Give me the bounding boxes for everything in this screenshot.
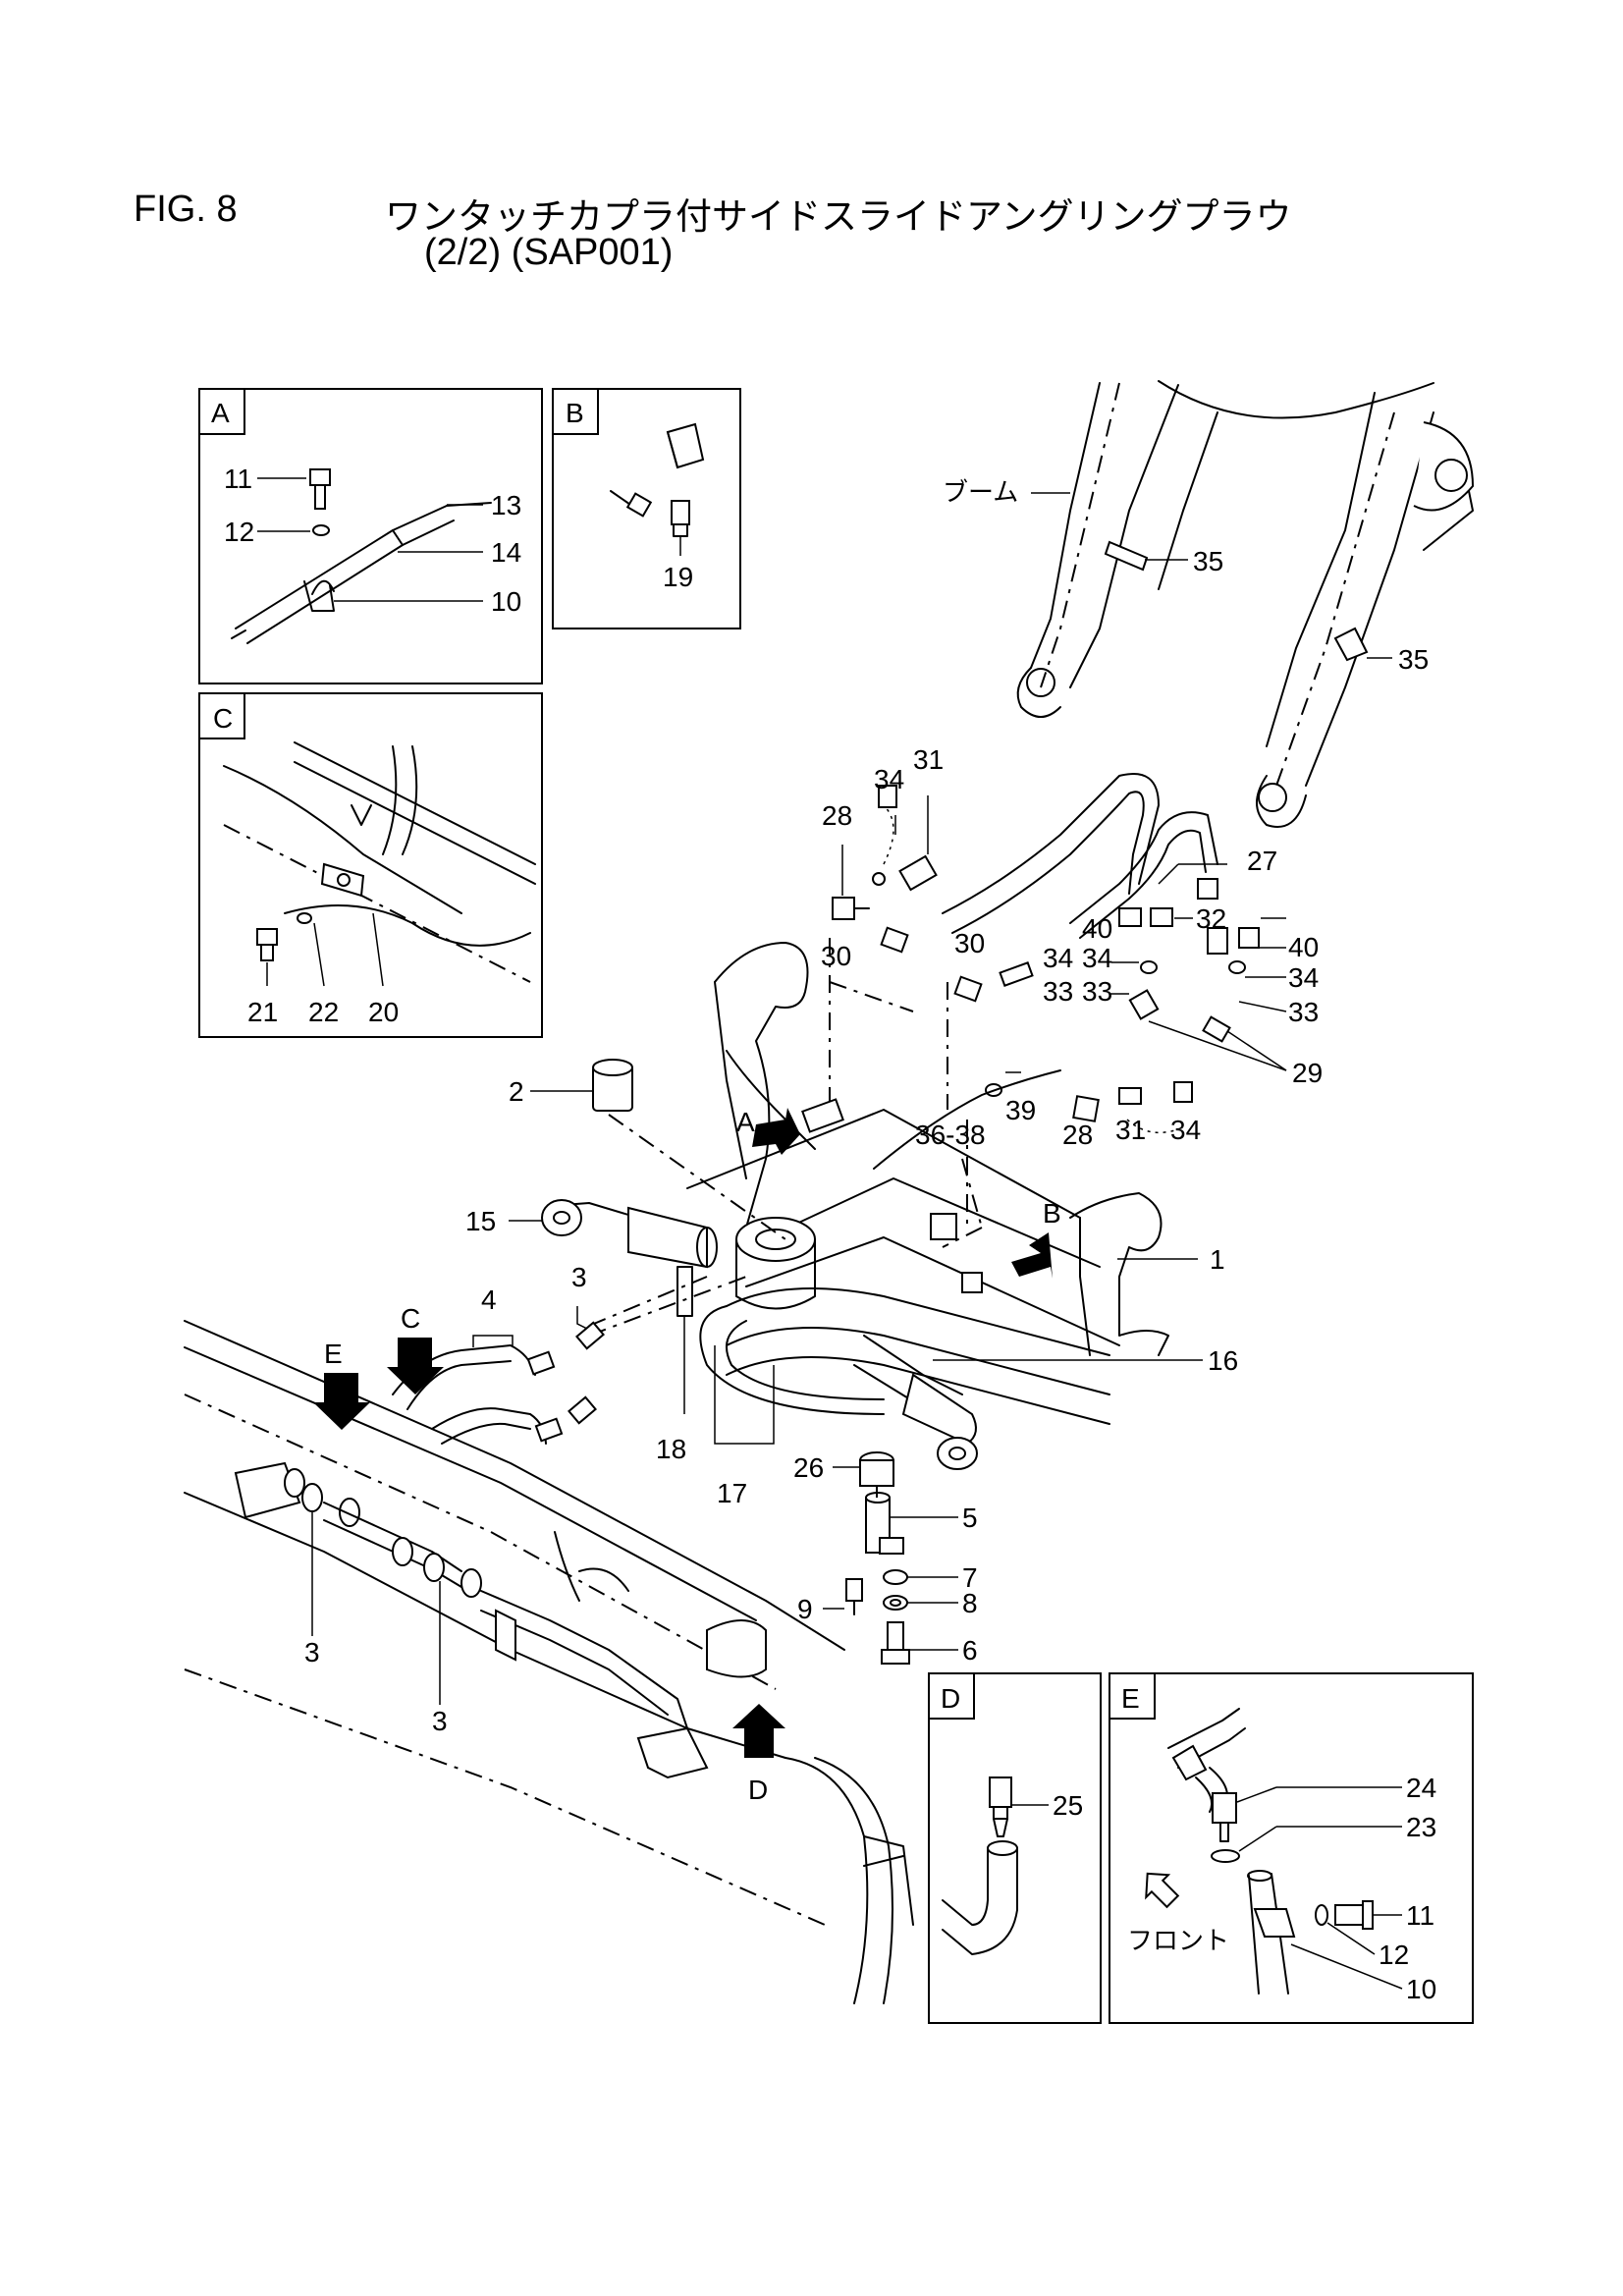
callout-2: 2 — [509, 1076, 524, 1107]
boom: 35 35 ブーム — [943, 380, 1475, 828]
callout-28-top: 28 — [822, 800, 852, 831]
inset-e: E フロント 24 23 11 12 10 — [1109, 1672, 1474, 2024]
callout-5: 5 — [962, 1503, 978, 1533]
callout-26: 26 — [793, 1452, 824, 1483]
callout-3-left: 3 — [304, 1637, 320, 1667]
callout-34-top: 34 — [874, 764, 904, 794]
callout-35-upper: 35 — [1193, 546, 1223, 576]
front-label: フロント — [1127, 1927, 1229, 1956]
figure-subtitle: (2/2) (SAP001) — [424, 232, 674, 273]
inset-d-tag: D — [941, 1683, 960, 1714]
view-arrow-a-label: A — [736, 1107, 755, 1137]
callout-a-14: 14 — [491, 537, 521, 568]
view-arrow-c-label: C — [401, 1303, 420, 1334]
callout-16: 16 — [1208, 1345, 1238, 1376]
callout-30-left: 30 — [821, 941, 851, 971]
inset-c: C 21 22 20 — [198, 692, 543, 1038]
callout-28-bottom: 28 — [1062, 1120, 1093, 1150]
inset-b: B 19 — [552, 388, 741, 629]
callout-a-12: 12 — [224, 517, 254, 547]
figure-number: FIG. 8 — [134, 189, 238, 230]
callout-8: 8 — [962, 1588, 978, 1618]
view-arrow-e-label: E — [324, 1339, 343, 1369]
callout-c-22: 22 — [308, 997, 339, 1027]
callout-c-20: 20 — [368, 997, 399, 1027]
main-frame: 2 1 15 3 4 16 18 17 26 5 7 8 9 6 — [465, 942, 1238, 1666]
blade: 3 3 — [184, 1320, 914, 2004]
callout-a-10: 10 — [491, 586, 521, 617]
callout-17: 17 — [717, 1478, 747, 1508]
view-arrow-b-label: B — [1043, 1198, 1061, 1229]
callout-3-right: 3 — [432, 1706, 448, 1736]
callout-34-bottom: 34 — [1170, 1115, 1201, 1145]
callout-18: 18 — [656, 1434, 686, 1464]
callout-33-mid: 33 — [1043, 976, 1073, 1007]
callout-9: 9 — [797, 1594, 813, 1624]
callout-32: 32 — [1196, 903, 1226, 934]
view-arrow-d-label: D — [748, 1775, 768, 1805]
callout-40-left: 40 — [1082, 913, 1112, 944]
callout-c-21: 21 — [247, 997, 278, 1027]
figure-title: ワンタッチカプラ付サイドスライドアングリングプラウ — [385, 195, 1292, 238]
callout-7: 7 — [962, 1562, 978, 1593]
inset-c-tag: C — [213, 703, 233, 734]
callout-d-25: 25 — [1053, 1790, 1083, 1821]
inset-d: D 25 — [928, 1672, 1102, 2024]
inset-e-tag: E — [1121, 1683, 1140, 1714]
callout-30-right: 30 — [954, 928, 985, 958]
callout-a-11: 11 — [224, 464, 252, 494]
callout-3-upper: 3 — [571, 1262, 587, 1292]
callout-15: 15 — [465, 1206, 496, 1236]
callout-39: 39 — [1005, 1095, 1036, 1125]
inset-b-tag: B — [566, 398, 584, 428]
hydraulic-hoses: 31 34 28 27 32 40 34 33 40 34 33 29 30 3… — [821, 744, 1323, 1228]
callout-e-23: 23 — [1406, 1812, 1436, 1842]
callout-1: 1 — [1210, 1244, 1225, 1275]
callout-6: 6 — [962, 1635, 978, 1666]
view-arrows: A B C D E — [313, 1107, 1061, 1805]
callout-27: 27 — [1247, 846, 1277, 876]
inset-a-tag: A — [211, 398, 230, 428]
callout-34-mid: 34 — [1043, 943, 1073, 973]
callout-a-13: 13 — [491, 490, 521, 520]
inset-a: A 11 12 13 14 10 — [198, 388, 543, 684]
callout-33-left: 33 — [1082, 976, 1112, 1007]
boom-label: ブーム — [943, 478, 1018, 508]
callout-35-lower: 35 — [1398, 644, 1429, 675]
callout-34-right: 34 — [1288, 962, 1319, 993]
callout-36-38: 36-38 — [915, 1120, 986, 1150]
callout-b-19: 19 — [663, 562, 693, 592]
callout-e-24: 24 — [1406, 1773, 1436, 1803]
callout-e-10: 10 — [1406, 1974, 1436, 2004]
callout-29: 29 — [1292, 1058, 1323, 1088]
callout-40-right: 40 — [1288, 932, 1319, 962]
callout-e-11: 11 — [1406, 1900, 1434, 1931]
callout-e-12: 12 — [1379, 1940, 1409, 1970]
callout-33-right: 33 — [1288, 997, 1319, 1027]
callout-34-left: 34 — [1082, 943, 1112, 973]
callout-4: 4 — [481, 1285, 497, 1315]
callout-31-bottom: 31 — [1115, 1115, 1146, 1145]
callout-31-top: 31 — [913, 744, 944, 775]
